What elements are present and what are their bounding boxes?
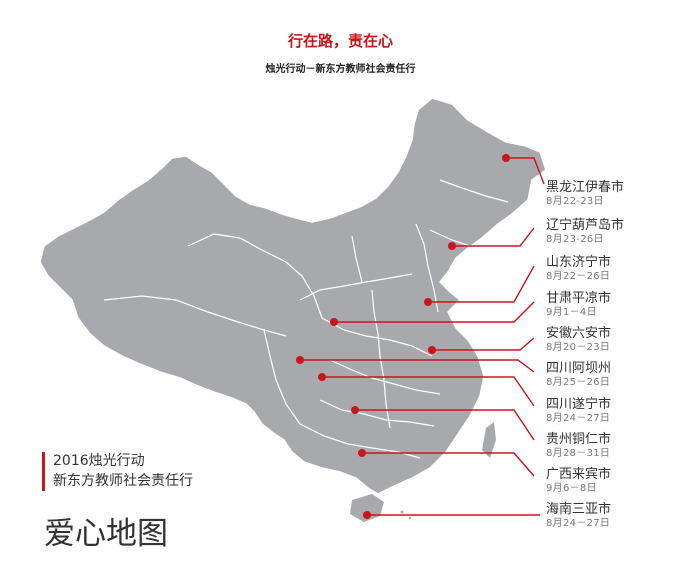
city-name: 黑龙江伊春市	[546, 180, 625, 195]
city-item: 辽宁葫芦岛市 8月23-26日	[546, 218, 676, 245]
mainland-shape	[39, 97, 547, 495]
city-item: 海南三亚市 8月24－27日	[546, 502, 676, 529]
city-date: 8月23-26日	[546, 233, 604, 245]
city-date: 8月22－26日	[546, 270, 611, 282]
leader-line	[452, 227, 535, 247]
city-name: 四川阿坝州	[546, 361, 612, 376]
sea-islands	[400, 510, 412, 520]
leader-lines	[296, 154, 545, 519]
page-subtitle: 烛光行动－新东方教师社会责任行	[265, 64, 416, 75]
leader-line	[355, 409, 535, 441]
city-marker	[428, 346, 436, 354]
city-item: 贵州铜仁市 8月28－31日	[546, 432, 676, 459]
city-marker	[330, 318, 338, 326]
city-date: 8月22-23日	[546, 195, 604, 207]
leader-line	[506, 157, 545, 185]
city-name: 安徽六安市	[546, 326, 612, 341]
leader-line	[322, 376, 535, 407]
city-item: 四川遂宁市 8月24－27日	[546, 397, 676, 424]
city-item: 甘肃平凉市 9月1－4日	[546, 291, 676, 318]
city-marker	[448, 242, 456, 250]
city-marker	[363, 511, 371, 519]
city-name: 辽宁葫芦岛市	[546, 218, 625, 233]
city-marker	[351, 406, 359, 414]
city-name: 贵州铜仁市	[546, 432, 612, 447]
leader-line	[428, 265, 535, 303]
city-name: 四川遂宁市	[546, 397, 612, 412]
leader-line	[334, 301, 535, 323]
caption-line2: 新东方教师社会责任行	[53, 472, 193, 489]
leader-line	[432, 337, 535, 351]
city-date: 8月28－31日	[546, 447, 611, 459]
city-date: 8月20－23日	[546, 341, 611, 353]
city-marker	[296, 356, 304, 364]
caption-big-title: 爱心地图	[44, 516, 168, 552]
city-date: 9月6－8日	[546, 482, 597, 494]
city-item: 四川阿坝州 8月25－26日	[546, 361, 676, 388]
leader-line	[300, 359, 535, 373]
city-date: 8月25－26日	[546, 376, 611, 388]
city-item: 黑龙江伊春市 8月22-23日	[546, 180, 676, 207]
city-name: 山东济宁市	[546, 255, 612, 270]
city-marker	[358, 449, 366, 457]
caption-line1: 2016烛光行动	[53, 453, 145, 469]
city-marker	[502, 154, 510, 162]
page-title: 行在路，责在心	[287, 32, 393, 50]
city-item: 广西来宾市 9月6－8日	[546, 467, 676, 494]
city-date: 8月24－27日	[546, 517, 611, 529]
city-marker	[424, 298, 432, 306]
taiwan-shape	[482, 422, 496, 458]
city-name: 海南三亚市	[546, 502, 612, 517]
city-item: 山东济宁市 8月22－26日	[546, 255, 676, 282]
city-date: 8月24－27日	[546, 412, 611, 424]
leader-line	[362, 452, 535, 477]
caption-block: 2016烛光行动 新东方教师社会责任行	[42, 452, 193, 492]
province-borders	[103, 179, 509, 459]
city-name: 甘肃平凉市	[546, 291, 612, 306]
city-marker	[318, 373, 326, 381]
city-item: 安徽六安市 8月20－23日	[546, 326, 676, 353]
city-date: 9月1－4日	[546, 306, 597, 318]
city-name: 广西来宾市	[546, 467, 612, 482]
